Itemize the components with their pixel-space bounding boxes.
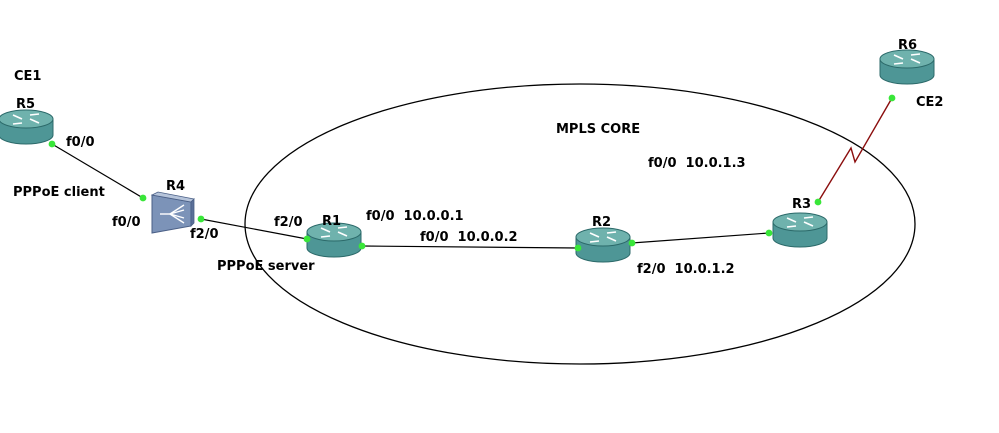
iface-r2-f0-0: f0/0 10.0.0.2 xyxy=(420,230,518,245)
port-dot xyxy=(628,239,636,247)
iface-r4-f0-0: f0/0 xyxy=(112,215,141,230)
label-ce1: CE1 xyxy=(14,69,41,84)
label-r6: R6 xyxy=(898,38,917,53)
label-r5: R5 xyxy=(16,97,35,112)
port-dot xyxy=(574,244,582,252)
router-r2[interactable] xyxy=(575,227,631,263)
label-r3: R3 xyxy=(792,197,811,212)
port-dot xyxy=(358,242,366,250)
iface-r5-f0-0: f0/0 xyxy=(66,135,95,150)
label-pppoe-server: PPPoE server xyxy=(217,259,315,274)
router-r5[interactable] xyxy=(0,109,54,145)
port-dot xyxy=(765,229,773,237)
label-r4: R4 xyxy=(166,179,185,194)
iface-r2-f2-0: f2/0 10.0.1.2 xyxy=(637,262,735,277)
link-r1-r2[interactable] xyxy=(361,245,579,249)
router-icon xyxy=(575,227,631,263)
label-r2: R2 xyxy=(592,215,611,230)
mpls-core-label: MPLS CORE xyxy=(556,122,640,137)
switch-icon xyxy=(150,191,195,234)
iface-r3-f0-0: f0/0 10.0.1.3 xyxy=(648,156,746,171)
port-dot xyxy=(303,235,311,243)
link-r3-r6-serial[interactable] xyxy=(817,97,893,203)
port-dots xyxy=(48,94,896,252)
link-r4-r1[interactable] xyxy=(200,218,308,240)
iface-r1-f2-0: f2/0 xyxy=(274,215,303,230)
port-dot xyxy=(139,194,147,202)
port-dot xyxy=(48,140,56,148)
iface-r1-f0-0: f0/0 10.0.0.1 xyxy=(366,209,464,224)
link-r2-r3[interactable] xyxy=(631,232,770,244)
link-r5-r4[interactable] xyxy=(51,143,144,199)
router-r6[interactable] xyxy=(879,49,935,85)
router-icon xyxy=(879,49,935,85)
label-r1: R1 xyxy=(322,214,341,229)
router-icon xyxy=(772,212,828,248)
mpls-core-cloud xyxy=(244,83,916,365)
router-r3[interactable] xyxy=(772,212,828,248)
router-icon xyxy=(0,109,54,145)
iface-r4-f2-0: f2/0 xyxy=(190,227,219,242)
port-dot xyxy=(814,198,822,206)
device-r4[interactable] xyxy=(150,191,195,234)
port-dot xyxy=(888,94,896,102)
port-dot xyxy=(197,215,205,223)
label-pppoe-client: PPPoE client xyxy=(13,185,105,200)
label-ce2: CE2 xyxy=(916,95,943,110)
